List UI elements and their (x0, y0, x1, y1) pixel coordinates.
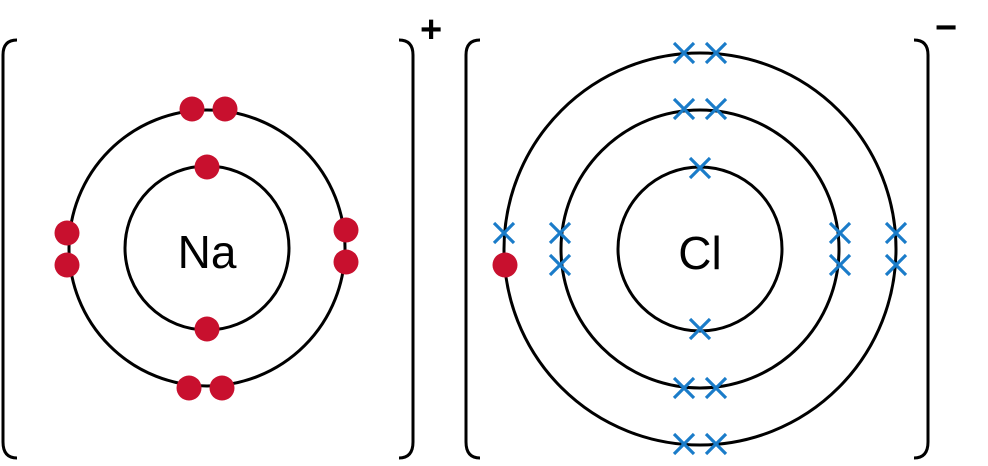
sodium-outer-electron (333, 249, 359, 275)
sodium-outer-electron (176, 375, 202, 401)
sodium-outer-electron (333, 217, 359, 243)
chlorine-outer-electron (672, 432, 696, 456)
chlorine-middle-electron (548, 253, 572, 277)
sodium-outer-electron (179, 96, 205, 122)
chloride-charge-label: − (935, 7, 957, 49)
chlorine-outer-electron (672, 41, 696, 65)
chloride-right-bracket (913, 38, 930, 460)
chlorine-electrons (492, 41, 908, 456)
sodium-charge-label: + (420, 9, 442, 51)
chlorine-middle-electron (828, 221, 852, 245)
chlorine-outer-electron (884, 253, 908, 277)
sodium-outer-electron (212, 96, 238, 122)
chlorine-outer-electron (704, 41, 728, 65)
transferred-electron (492, 252, 518, 278)
sodium-outer-shell (67, 108, 347, 388)
sodium-ion: + Na (1, 9, 442, 460)
chlorine-symbol: Cl (678, 227, 721, 279)
sodium-outer-electron (209, 375, 235, 401)
chlorine-middle-electron (704, 376, 728, 400)
sodium-inner-electron (194, 316, 220, 342)
chlorine-inner-electron (688, 156, 712, 180)
chlorine-outer-electron (492, 221, 516, 245)
sodium-outer-electron (54, 220, 80, 246)
chlorine-middle-electron (672, 97, 696, 121)
sodium-inner-electron (194, 154, 220, 180)
sodium-electrons (54, 96, 359, 401)
chlorine-outer-electron (704, 432, 728, 456)
chlorine-middle-electron (828, 253, 852, 277)
chlorine-middle-shell (559, 108, 841, 390)
chloride-left-bracket (464, 38, 481, 460)
sodium-left-bracket (1, 38, 18, 460)
chlorine-middle-electron (704, 97, 728, 121)
chlorine-outer-electron (884, 221, 908, 245)
chlorine-inner-electron (688, 317, 712, 341)
sodium-right-bracket (398, 38, 415, 460)
chloride-ion: − Cl (464, 7, 957, 460)
sodium-symbol: Na (178, 226, 237, 278)
sodium-outer-electron (54, 252, 80, 278)
chlorine-outer-shell (502, 51, 898, 447)
chlorine-middle-electron (672, 376, 696, 400)
chlorine-middle-electron (548, 221, 572, 245)
